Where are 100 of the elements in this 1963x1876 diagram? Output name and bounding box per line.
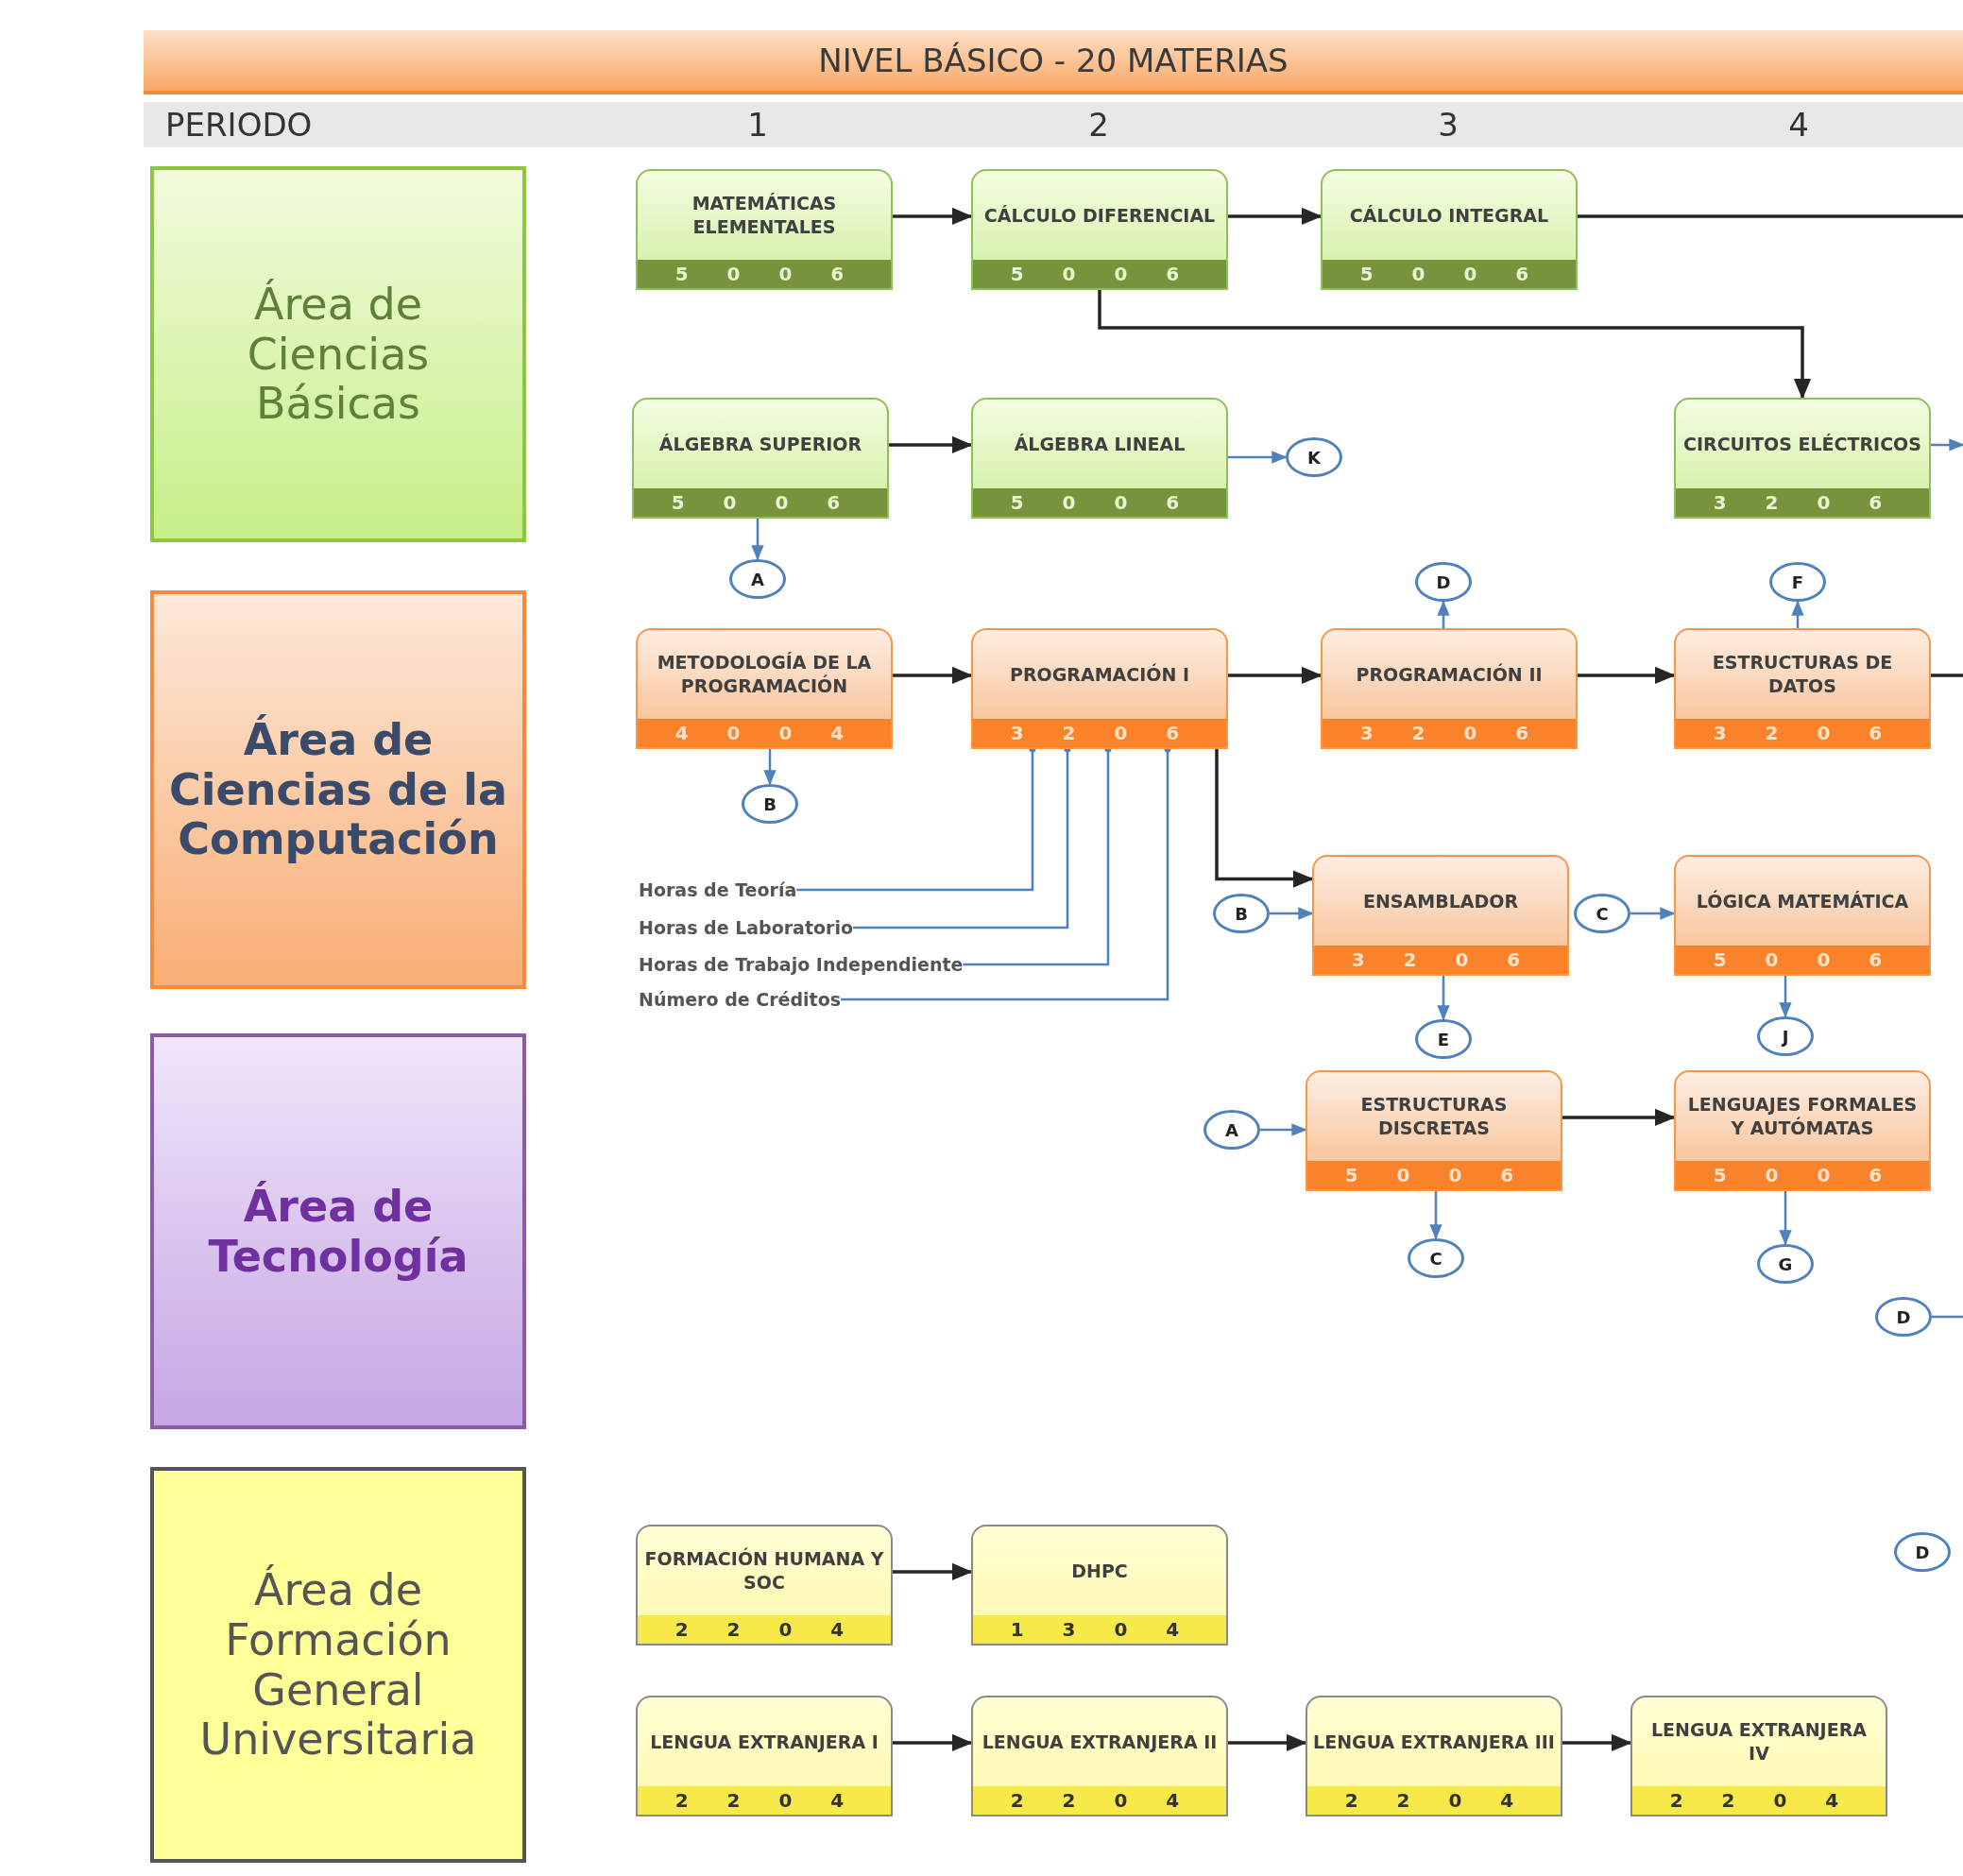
hours-credits-bar: 5 0 0 6 <box>1676 1161 1929 1189</box>
leader-label: Horas de Trabajo Independiente <box>639 954 964 975</box>
area-box: Área de Ciencias de la Computación <box>150 590 526 989</box>
hours-credits-bar: 2 2 0 4 <box>638 1786 891 1815</box>
course-name: LENGUA EXTRANJERA III <box>1312 1730 1556 1754</box>
connector-circle: C <box>1574 894 1630 933</box>
hours-credits-bar: 5 0 0 6 <box>1676 946 1929 974</box>
arrow <box>1270 907 1314 920</box>
hours-credits-bar: 3 2 0 6 <box>1676 719 1929 747</box>
course-box <box>1321 628 1578 749</box>
course-box <box>1674 398 1931 519</box>
hours-credits-bar: 4 0 0 4 <box>638 719 891 747</box>
period-number: 1 <box>746 105 769 145</box>
arrow <box>1228 1733 1307 1752</box>
course-name: CÁLCULO DIFERENCIAL <box>982 203 1217 228</box>
course-name: MATEMÁTICAS ELEMENTALES <box>691 192 838 239</box>
arrow <box>1562 1733 1632 1752</box>
course-name: ÁLGEBRA LINEAL <box>1013 432 1186 456</box>
connector-circle: J <box>1757 1016 1814 1056</box>
course-box <box>636 169 893 290</box>
course-name: PROGRAMACIÓN I <box>1009 662 1190 687</box>
arrow <box>1791 600 1804 628</box>
area-box: Área de Formación General Universitaria <box>150 1467 526 1863</box>
arrow <box>1429 1191 1442 1240</box>
period-number: 4 <box>1787 105 1810 145</box>
arrow <box>1228 666 1323 685</box>
title-band: NIVEL BÁSICO - 20 MATERIAS <box>144 30 1963 94</box>
connector-circle: D <box>1875 1297 1932 1337</box>
hours-credits-bar: 5 0 0 6 <box>1307 1161 1561 1189</box>
arrow <box>1437 976 1450 1021</box>
arrow <box>1779 1191 1792 1246</box>
hours-credits-bar: 3 2 0 6 <box>1676 488 1929 517</box>
course-box <box>1312 855 1569 976</box>
course-name: ÁLGEBRA SUPERIOR <box>657 432 863 456</box>
arrow <box>1562 1108 1676 1127</box>
course-name: LENGUAJES FORMALES Y AUTÓMATAS <box>1686 1093 1919 1140</box>
arrow <box>1578 666 1676 685</box>
arrow <box>893 1733 973 1752</box>
course-box <box>1306 1070 1562 1191</box>
course-box <box>636 628 893 749</box>
connector-circle: K <box>1286 437 1342 477</box>
arrow <box>751 519 764 561</box>
connector-line <box>1932 1315 1963 1319</box>
arrow <box>1228 451 1288 464</box>
course-name: LÓGICA MATEMÁTICA <box>1695 889 1910 913</box>
course-box <box>1321 169 1578 290</box>
hours-credits-bar: 5 0 0 6 <box>973 488 1226 517</box>
connector-circle: F <box>1769 562 1826 602</box>
course-name: DHPC <box>1070 1559 1129 1583</box>
connector-circle: D <box>1415 562 1472 602</box>
course-name: PROGRAMACIÓN II <box>1355 662 1544 687</box>
connector-circle: E <box>1415 1019 1472 1059</box>
course-name: LENGUA EXTRANJERA I <box>649 1730 879 1754</box>
course-box <box>1306 1696 1562 1816</box>
hours-credits-bar: 2 2 0 4 <box>973 1786 1226 1815</box>
hours-credits-bar: 3 2 0 6 <box>1314 946 1567 974</box>
arrow <box>889 435 973 454</box>
arrow <box>1931 438 1963 452</box>
course-box <box>636 1696 893 1816</box>
course-box <box>632 398 889 519</box>
course-name: CÁLCULO INTEGRAL <box>1348 203 1550 228</box>
connector-circle: A <box>1203 1110 1260 1150</box>
area-box: Área de Tecnología <box>150 1033 526 1429</box>
course-name: LENGUA EXTRANJERA IV <box>1650 1718 1868 1765</box>
arrow <box>893 1562 973 1581</box>
header-label: PERIODO <box>165 105 313 145</box>
connector-circle: D <box>1894 1532 1951 1572</box>
arrow <box>1098 290 1812 400</box>
course-name: METODOLOGÍA DE LA PROGRAMACIÓN <box>656 651 873 698</box>
hours-credits-bar: 3 2 0 6 <box>973 719 1226 747</box>
course-box <box>971 1525 1228 1646</box>
course-box <box>1674 855 1931 976</box>
hours-credits-bar: 5 0 0 6 <box>973 260 1226 288</box>
arrow <box>1779 976 1792 1018</box>
course-box <box>636 1525 893 1646</box>
course-name: ESTRUCTURAS DISCRETAS <box>1359 1093 1509 1140</box>
area-box: Área de Ciencias Básicas <box>150 166 526 542</box>
connector-circle: A <box>729 559 786 599</box>
hours-credits-bar: 5 0 0 6 <box>634 488 887 517</box>
hours-credits-bar: 5 0 0 6 <box>638 260 891 288</box>
hours-credits-bar: 2 2 0 4 <box>638 1615 891 1644</box>
arrow <box>1437 600 1450 628</box>
course-name: ESTRUCTURAS DE DATOS <box>1711 651 1894 698</box>
arrow <box>1630 907 1676 920</box>
course-box <box>971 169 1228 290</box>
course-name: CIRCUITOS ELÉCTRICOS <box>1682 432 1922 456</box>
connector-line <box>1931 674 1963 677</box>
period-number: 2 <box>1087 105 1110 145</box>
course-box <box>971 398 1228 519</box>
arrow <box>1215 749 1314 888</box>
arrow <box>893 207 973 226</box>
course-box <box>1630 1696 1887 1816</box>
connector-circle: C <box>1408 1238 1464 1278</box>
connector-circle: B <box>742 784 798 824</box>
hours-credits-bar: 3 2 0 6 <box>1323 719 1576 747</box>
connector-line <box>1578 214 1963 218</box>
connector-circle: B <box>1213 894 1270 933</box>
hours-credits-bar: 2 2 0 4 <box>1307 1786 1561 1815</box>
course-name: LENGUA EXTRANJERA II <box>981 1730 1219 1754</box>
arrow <box>1228 207 1323 226</box>
